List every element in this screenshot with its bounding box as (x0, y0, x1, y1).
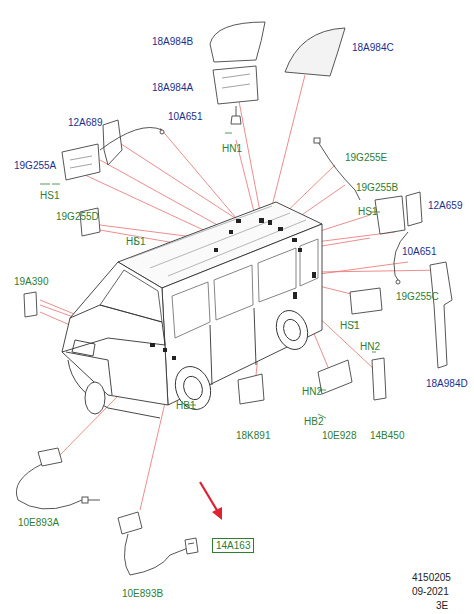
part-number: 18A984B (152, 36, 193, 47)
part-number: HS1 (40, 190, 59, 201)
leader-lines (40, 75, 445, 510)
part-number: 14B450 (370, 430, 404, 441)
part-number: HS1 (340, 320, 359, 331)
part-number: 18A984D (426, 378, 468, 389)
part-number: 19G255E (345, 152, 387, 163)
drawing-reference: 4150205 (412, 572, 451, 583)
part-number: 18A984C (352, 42, 394, 53)
drawing-reference: 3E (436, 600, 448, 611)
part-number: 10E893B (122, 588, 163, 599)
part-number: 19G255B (356, 182, 398, 193)
pointer-arrow (200, 482, 218, 512)
part-number: 19G255D (56, 211, 99, 222)
part-number: 19G255A (14, 160, 56, 171)
part-number: HS1 (358, 206, 377, 217)
part-number: 10A651 (402, 246, 436, 257)
mount-dots (150, 218, 316, 360)
vehicle-outline (62, 202, 322, 418)
part-number: 14A163 (216, 540, 250, 551)
part-number: 18K891 (236, 430, 270, 441)
part-number: 18A984A (152, 82, 193, 93)
part-number: 12A659 (428, 200, 462, 211)
part-number: HN2 (302, 386, 322, 397)
pointer-arrowhead (212, 507, 222, 520)
part-number: HS1 (126, 236, 145, 247)
part-number: HB1 (176, 400, 195, 411)
drawing-reference: 09-2021 (412, 586, 449, 597)
highlighted-part-box: 14A163 (212, 538, 254, 553)
fastener-symbols (40, 133, 380, 418)
parts (16, 22, 452, 575)
part-number: HB2 (304, 416, 323, 427)
part-number: HN2 (360, 341, 380, 352)
part-number: 10E893A (18, 517, 59, 528)
part-number: HN1 (222, 143, 242, 154)
part-number: 19G255C (396, 291, 439, 302)
part-number: 10E928 (322, 430, 356, 441)
part-number: 19A390 (14, 276, 48, 287)
part-number: 10A651 (168, 111, 202, 122)
part-number: 12A689 (68, 117, 102, 128)
